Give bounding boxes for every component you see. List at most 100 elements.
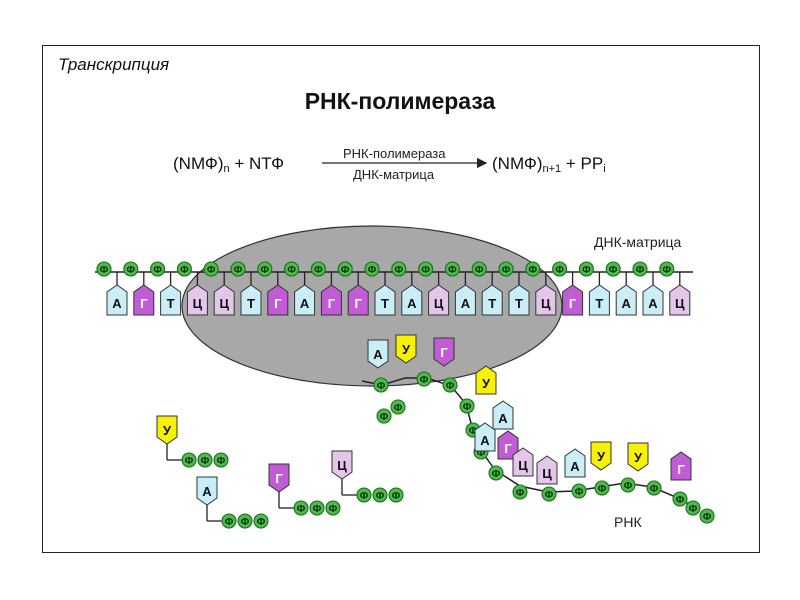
- free-phosphate: Ф: [213, 452, 229, 468]
- free-phosphate: Ф: [309, 500, 325, 516]
- dna-phosphate: Ф: [498, 261, 514, 277]
- dna-base: Ц: [213, 284, 235, 316]
- base-letter: Г: [504, 441, 512, 456]
- rna-label: РНК: [614, 514, 642, 530]
- dna-base: Т: [481, 284, 503, 316]
- phosphate-label: Ф: [392, 491, 401, 502]
- phosphate-label: Ф: [502, 265, 511, 276]
- base-letter: А: [461, 296, 471, 311]
- base-letter: Г: [274, 296, 282, 311]
- arrow-label-top: РНК-полимераза: [343, 146, 446, 161]
- dna-base: Ц: [428, 284, 450, 316]
- dna-phosphate: Ф: [605, 261, 621, 277]
- rna-phosphate: Ф: [442, 377, 458, 393]
- rna-phosphate: Ф: [685, 500, 701, 516]
- dna-base: А: [106, 284, 128, 316]
- phosphate-label: Ф: [636, 265, 645, 276]
- rna-base: Г: [670, 451, 692, 481]
- dna-phosphate: Ф: [552, 261, 568, 277]
- dna-phosphate: Ф: [96, 261, 112, 277]
- free-nucleotide-base: Ц: [331, 450, 353, 480]
- dna-phosphate: Ф: [659, 261, 675, 277]
- rna-base: А: [564, 448, 586, 478]
- rna-phosphate: Ф: [512, 484, 528, 500]
- base-letter: Ц: [434, 296, 444, 311]
- dna-base: Г: [320, 284, 342, 316]
- free-nucleotide-base: Г: [268, 463, 290, 493]
- equation-right: (NМФ)n+1 + PPi: [492, 154, 606, 175]
- base-letter: А: [570, 459, 580, 474]
- phosphate-label: Ф: [575, 487, 584, 498]
- phosphate-label: Ф: [185, 456, 194, 467]
- base-letter: Г: [140, 296, 148, 311]
- phosphate-label: Ф: [446, 381, 455, 392]
- base-letter: А: [407, 296, 417, 311]
- base-letter: У: [634, 450, 643, 465]
- loose-phosphate: Ф: [390, 399, 406, 415]
- free-phosphate: Ф: [181, 452, 197, 468]
- rna-base: У: [627, 442, 649, 472]
- phosphate-label: Ф: [516, 488, 525, 499]
- free-nucleotide-base: У: [156, 415, 178, 445]
- dna-base: Г: [562, 284, 584, 316]
- rna-base: А: [492, 400, 514, 430]
- phosphate-label: Ф: [100, 265, 109, 276]
- phosphate-label: Ф: [555, 265, 564, 276]
- diagram-title: РНК-полимераза: [304, 88, 496, 114]
- free-phosphate: Ф: [221, 513, 237, 529]
- phosphate-label: Ф: [689, 504, 698, 515]
- rna-phosphate: Ф: [646, 480, 662, 496]
- base-letter: Ц: [542, 466, 552, 481]
- phosphate-label: Ф: [477, 448, 486, 459]
- base-letter: Т: [515, 296, 523, 311]
- base-letter: Т: [167, 296, 175, 311]
- dna-base: Ц: [535, 284, 557, 316]
- dna-base: А: [294, 284, 316, 316]
- dna-base: А: [642, 284, 664, 316]
- base-letter: А: [648, 296, 658, 311]
- base-letter: Т: [595, 296, 603, 311]
- base-letter: Г: [275, 471, 283, 486]
- base-letter: А: [622, 296, 632, 311]
- free-phosphate: Ф: [237, 513, 253, 529]
- base-letter: Г: [355, 296, 363, 311]
- rna-phosphate: Ф: [459, 398, 475, 414]
- base-letter: Ц: [219, 296, 229, 311]
- rna-phosphate: Ф: [416, 371, 432, 387]
- dna-phosphate: Ф: [123, 261, 139, 277]
- phosphate-label: Ф: [329, 504, 338, 515]
- dna-base: Т: [160, 284, 182, 316]
- rna-phosphate: Ф: [488, 465, 504, 481]
- dna-base: Т: [508, 284, 530, 316]
- dna-phosphate: Ф: [337, 261, 353, 277]
- dna-base: А: [615, 284, 637, 316]
- phosphate-label: Ф: [463, 402, 472, 413]
- base-letter: У: [402, 342, 411, 357]
- phosphate-label: Ф: [650, 484, 659, 495]
- phosphate-label: Ф: [368, 265, 377, 276]
- dna-phosphate: Ф: [525, 261, 541, 277]
- base-letter: Г: [569, 296, 577, 311]
- free-phosphate: Ф: [325, 500, 341, 516]
- rna-phosphate: Ф: [699, 508, 715, 524]
- dna-phosphate: Ф: [578, 261, 594, 277]
- phosphate-label: Ф: [360, 491, 369, 502]
- base-letter: Ц: [193, 296, 203, 311]
- phosphate-label: Ф: [421, 265, 430, 276]
- dna-base: Г: [267, 284, 289, 316]
- base-letter: Г: [440, 345, 448, 360]
- phosphate-label: Ф: [492, 469, 501, 480]
- phosphate-label: Ф: [582, 265, 591, 276]
- dna-phosphate: Ф: [203, 261, 219, 277]
- base-letter: Ц: [541, 296, 551, 311]
- phosphate-label: Ф: [420, 375, 429, 386]
- rna-base: А: [474, 422, 496, 452]
- base-letter: А: [498, 411, 508, 426]
- section-label: Транскрипция: [58, 55, 170, 74]
- phosphate-label: Ф: [201, 456, 210, 467]
- phosphate-label: Ф: [448, 265, 457, 276]
